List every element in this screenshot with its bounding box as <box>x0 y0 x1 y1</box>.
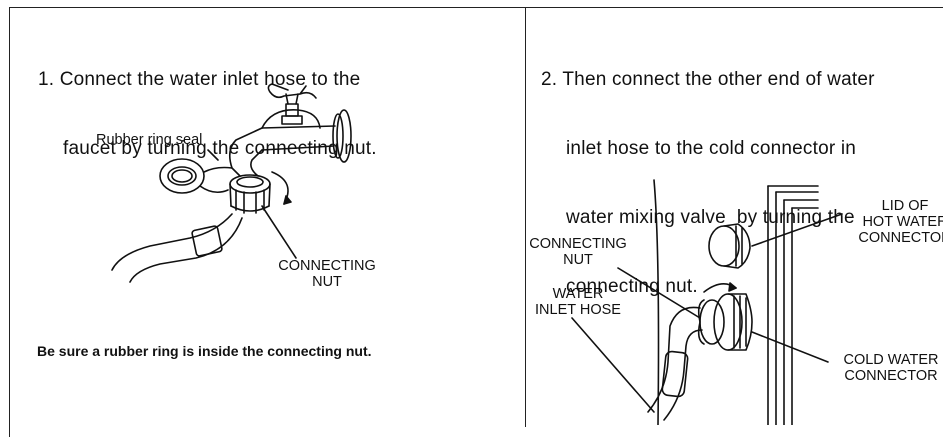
lid-of-hot-water-connector-label: LID OF HOT WATER CONNECTOR <box>858 198 943 246</box>
connecting-nut-pointer-right <box>617 267 701 319</box>
step-1-instruction: 1. Connect the water inlet hose to the f… <box>38 22 377 183</box>
cold-water-connector-illustration <box>697 282 829 363</box>
rubber-ring-note: Be sure a rubber ring is inside the conn… <box>37 343 372 359</box>
panel-divider <box>525 7 526 427</box>
step-2-line-1: 2. Then connect the other end of water <box>541 69 875 90</box>
cold-water-connector-label: COLD WATER CONNECTOR <box>843 352 939 384</box>
rubber-ring-seal-illustration <box>159 149 233 194</box>
washer-panel-illustration <box>653 179 819 425</box>
instruction-frame <box>9 7 943 437</box>
hose-left-illustration <box>111 213 243 283</box>
rubber-ring-seal-label: Rubber ring seal <box>96 132 203 148</box>
connecting-nut-label-left: CONNECTING NUT <box>278 258 376 290</box>
connecting-nut-label-right: CONNECTING NUT <box>529 236 627 268</box>
step-2-line-4: connecting nut. <box>566 276 698 297</box>
hose-right-illustration <box>647 306 703 421</box>
faucet-illustration <box>228 83 352 177</box>
illustrations <box>111 83 843 425</box>
connecting-nut-left-illustration <box>229 171 297 259</box>
step-2-line-3: water mixing valve by turning the <box>566 207 855 228</box>
hose-pointer-right <box>571 317 655 413</box>
step-1-line-1: 1. Connect the water inlet hose to the <box>38 69 361 90</box>
water-inlet-hose-label: WATER INLET HOSE <box>535 286 621 318</box>
step-2-instruction: 2. Then connect the other end of water i… <box>541 22 875 321</box>
hot-water-lid-illustration <box>708 213 843 269</box>
step-2-line-2: inlet hose to the cold connector in <box>566 138 857 159</box>
